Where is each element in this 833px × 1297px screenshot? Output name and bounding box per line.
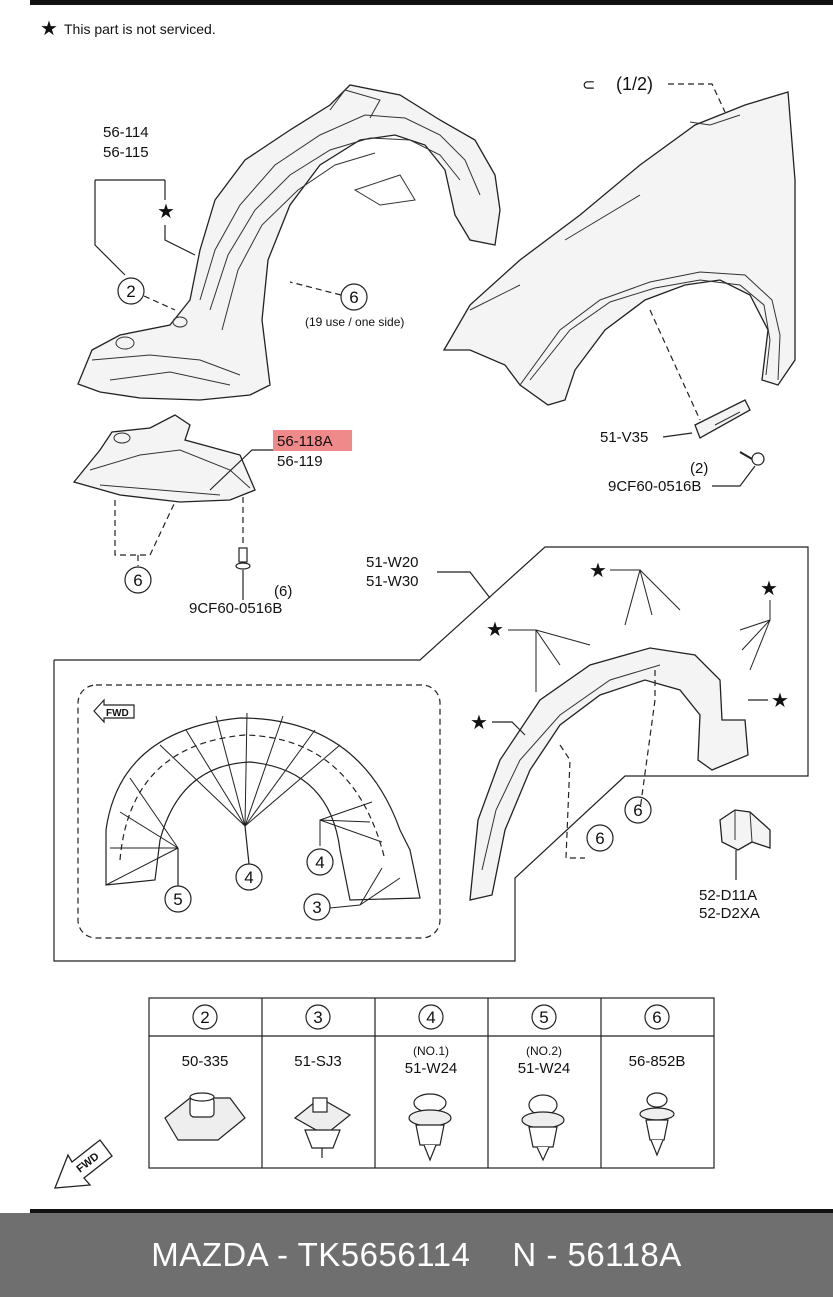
flare-part-b: 51-W30: [366, 573, 419, 590]
fastener-table: 2 50-335 3 51-SJ3 4 (NO.1) 51-W24: [148, 997, 715, 1169]
bolt-icon: [235, 547, 251, 570]
callout-3: [303, 893, 331, 921]
table-callout: 3: [313, 1008, 322, 1027]
callout-6: [586, 824, 614, 852]
star-icon: ★: [470, 712, 488, 734]
bolt-qty-a: (2): [690, 460, 708, 477]
panel-clip-icon: [293, 1097, 352, 1158]
footer-bar: MAZDA - TK5656114 N - 56118A: [0, 1213, 833, 1297]
shield-part-a: 56-118A: [277, 433, 333, 450]
liner-part-b: 56-115: [103, 144, 149, 161]
star-icon: ★: [486, 619, 504, 641]
fastener-part: 50-335: [182, 1053, 229, 1070]
bracket-drawing: [694, 399, 751, 439]
bolt-part-a: 9CF60-0516B: [608, 478, 701, 495]
speed-nut-icon: [164, 1092, 246, 1141]
clip-leaders: [105, 712, 401, 909]
bolt-qty-b: (6): [274, 583, 292, 600]
arch-outline: [105, 717, 421, 901]
front-fender-drawing: [442, 91, 796, 406]
fastener-part: 51-W24: [518, 1060, 571, 1077]
fastener-sub: (NO.2): [526, 1044, 562, 1058]
star-icon: ★: [760, 578, 778, 600]
liner-part-a: 56-114: [103, 124, 149, 141]
star-icon: ★: [771, 690, 789, 712]
fastener-part: 51-SJ3: [294, 1053, 342, 1070]
footer-ref-part: N - 56118A: [512, 1236, 682, 1273]
shield-part-highlight: [273, 430, 352, 451]
callout-2-label: 2: [126, 282, 135, 301]
table-callout: 6: [652, 1008, 661, 1027]
callout-6-label: 6: [349, 288, 358, 307]
push-rivet-icon: [521, 1094, 565, 1162]
fwd-arrow-icon: FWD: [54, 1139, 113, 1189]
callout-6: [624, 796, 652, 824]
fender-ref: (1/2): [616, 74, 653, 94]
callout-3-label: 3: [312, 898, 321, 917]
callout-6-label: 6: [633, 801, 642, 820]
table-callout: 5: [539, 1008, 548, 1027]
fwd-arrow-icon: FWD: [93, 698, 135, 724]
retainer-clip-drawing: [719, 809, 771, 851]
flare-panel-border: [53, 546, 809, 962]
fastener-sub: (NO.1): [413, 1044, 449, 1058]
callout-6: [124, 566, 152, 594]
callout-4: [306, 848, 334, 876]
clip-layout-inset: [77, 684, 441, 939]
bolt-icon: [739, 451, 765, 466]
clip-part-a: 52-D11A: [699, 887, 757, 904]
table-callout: 2: [200, 1008, 209, 1027]
star-icon: ★: [157, 201, 175, 223]
not-serviced-note: This part is not serviced.: [64, 21, 216, 37]
svg-text:FWD: FWD: [106, 708, 129, 719]
callout-5-label: 5: [173, 890, 182, 909]
splash-shield-drawing: [72, 414, 256, 503]
fastener-part: 56-852B: [629, 1053, 686, 1070]
bracket-part: 51-V35: [600, 429, 648, 446]
callout-4-label: 4: [244, 868, 253, 887]
push-rivet-icon: [408, 1093, 452, 1162]
clip-part-b: 52-D2XA: [699, 905, 760, 922]
bolt-part-b: 9CF60-0516B: [189, 600, 282, 617]
wheel-arch-molding-drawing: [469, 647, 749, 901]
fender-icon: ⊂: [582, 77, 595, 94]
callout-6-label: 6: [595, 829, 604, 848]
table-callout: 4: [426, 1008, 435, 1027]
callout-6: [340, 283, 368, 311]
fender-liner-drawing: [77, 84, 501, 401]
shield-part-b: 56-119: [277, 453, 323, 470]
clip-usage-note: (19 use / one side): [305, 315, 404, 329]
star-icon: ★: [589, 560, 607, 582]
footer-border: [30, 1209, 833, 1213]
callout-4-label: 4: [315, 853, 324, 872]
plastic-clip-icon: [639, 1092, 675, 1157]
top-border: [30, 0, 833, 5]
fastener-part: 51-W24: [405, 1060, 458, 1077]
callout-6-label: 6: [133, 571, 142, 590]
star-icon: ★: [40, 18, 58, 40]
callout-2: [117, 277, 145, 305]
footer-brand-part: MAZDA - TK5656114: [151, 1236, 471, 1273]
flare-part-a: 51-W20: [366, 554, 419, 571]
